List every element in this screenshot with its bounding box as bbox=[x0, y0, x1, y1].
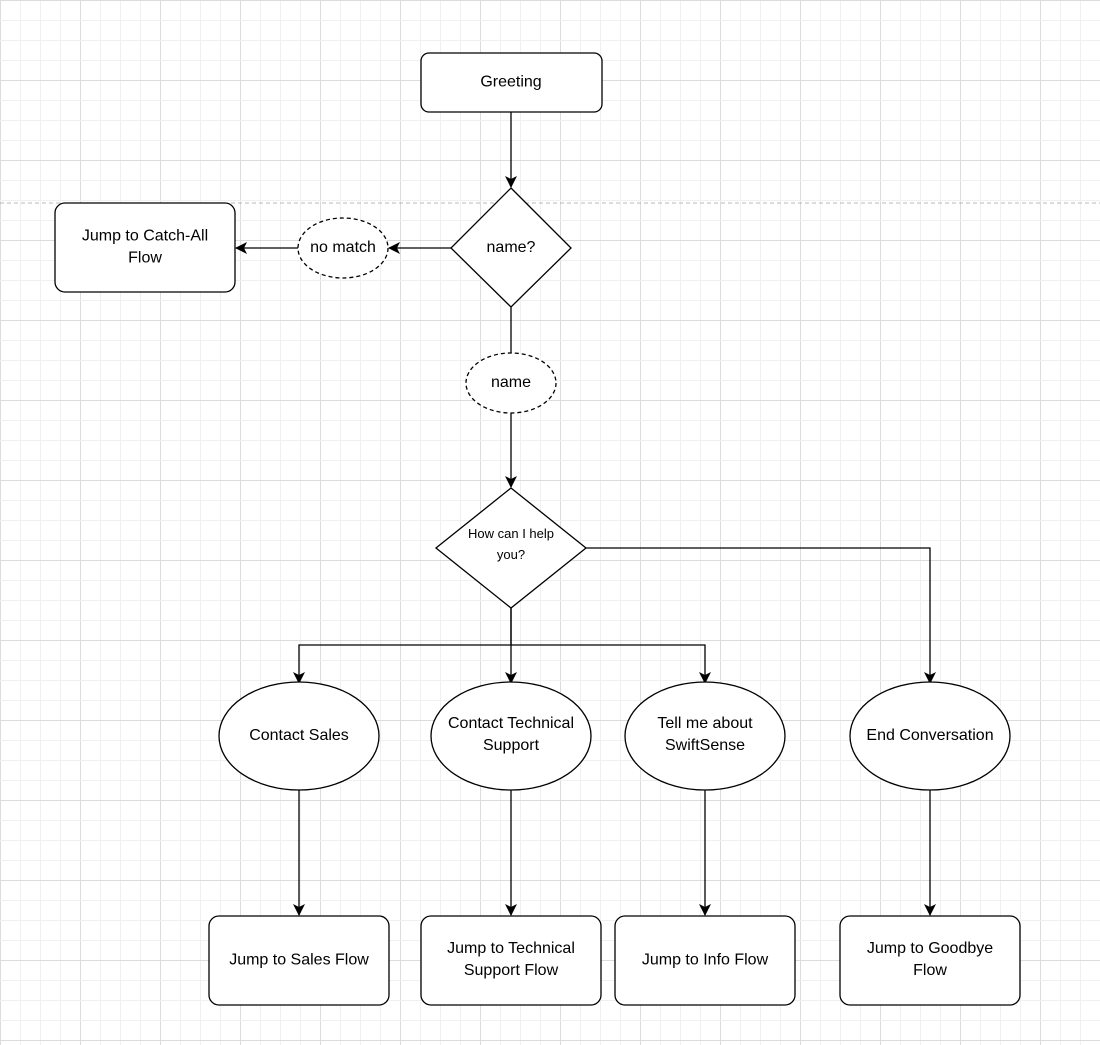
contact-sales-label: Contact Sales bbox=[249, 727, 349, 744]
greeting-label: Greeting bbox=[480, 74, 541, 91]
name-question-decision[interactable]: name? bbox=[450, 187, 572, 308]
name-condition-label: name bbox=[491, 374, 531, 391]
arrow-help-to-end-conversation bbox=[586, 547, 936, 684]
end-conversation-intent[interactable]: End Conversation bbox=[849, 681, 1011, 791]
end-conversation-label: End Conversation bbox=[866, 727, 993, 744]
name-question-label: name? bbox=[487, 239, 536, 256]
no-match-condition[interactable]: no match bbox=[297, 217, 389, 279]
connector-layer bbox=[235, 112, 936, 916]
info-flow-node[interactable]: Jump to Info Flow bbox=[614, 915, 796, 1006]
contact-sales-intent[interactable]: Contact Sales bbox=[218, 681, 380, 791]
arrow-help-to-tell-me bbox=[511, 644, 711, 684]
sales-flow-label: Jump to Sales Flow bbox=[229, 952, 369, 969]
sales-flow-node[interactable]: Jump to Sales Flow bbox=[208, 915, 390, 1006]
node-layer: Greeting name? no match Jump to Catch-Al… bbox=[54, 52, 1021, 1006]
arrow-help-to-contact-sales bbox=[293, 608, 512, 684]
name-condition[interactable]: name bbox=[465, 352, 557, 414]
info-flow-label: Jump to Info Flow bbox=[642, 952, 769, 969]
no-match-label: no match bbox=[310, 239, 376, 256]
greeting-node[interactable]: Greeting bbox=[420, 52, 603, 113]
